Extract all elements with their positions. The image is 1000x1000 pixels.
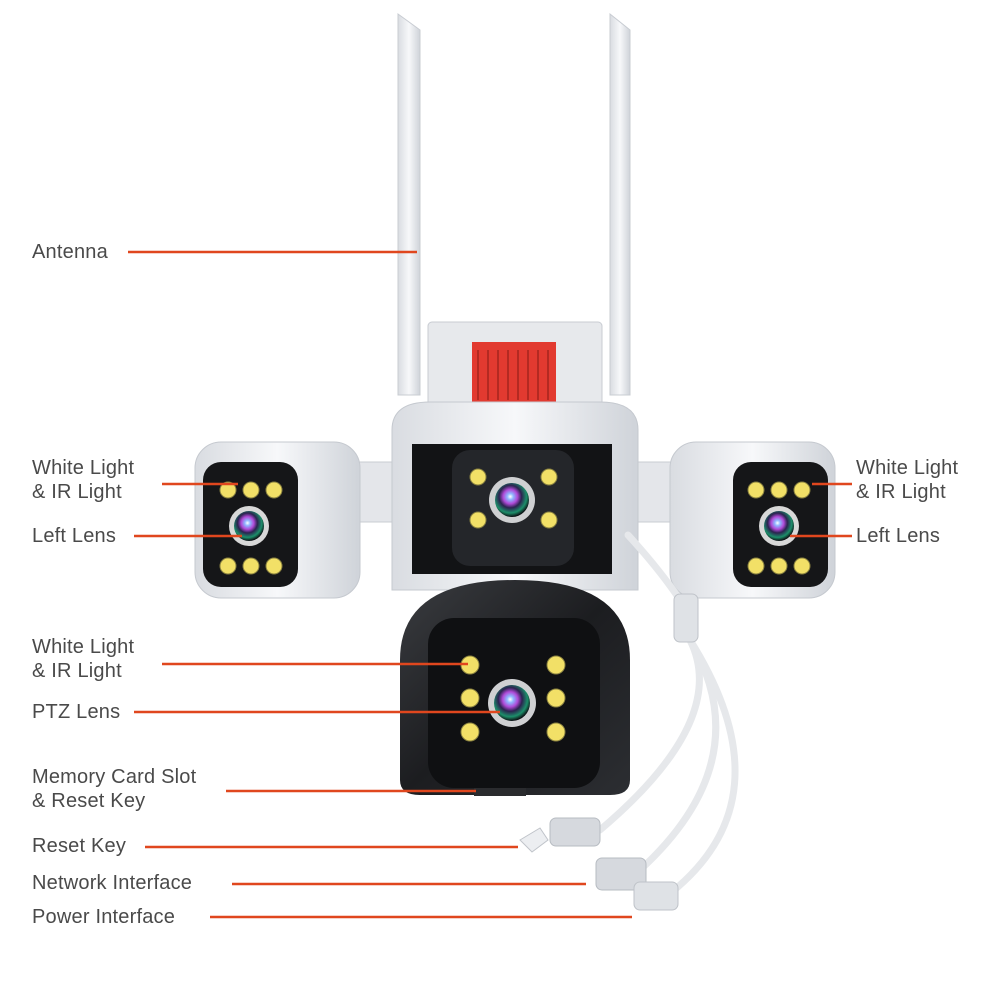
camera-lens-icon xyxy=(495,483,529,517)
led-light-icon xyxy=(747,481,811,575)
cable-bundle xyxy=(596,531,739,899)
mount-bracket xyxy=(427,321,603,413)
right-camera xyxy=(669,441,836,599)
label-right-white-light: White Light & IR Light xyxy=(856,457,959,503)
leader-lines xyxy=(128,250,852,919)
label-antenna: Antenna xyxy=(32,241,108,263)
camera-lens-icon xyxy=(494,685,530,721)
ptz-dome xyxy=(400,580,630,796)
left-camera xyxy=(194,441,361,599)
led-light-icon xyxy=(469,468,558,529)
led-light-icon xyxy=(460,655,566,742)
label-reset-key: Reset Key xyxy=(32,835,127,857)
label-left-lens: Left Lens xyxy=(32,525,117,547)
cable-connector-icon xyxy=(519,593,699,911)
led-light-icon xyxy=(219,481,283,575)
label-network-interface: Network Interface xyxy=(32,872,193,894)
camera-lens-icon xyxy=(234,511,264,541)
antenna-icon xyxy=(397,12,631,396)
label-power-interface: Power Interface xyxy=(32,906,176,928)
label-memory-card: Memory Card Slot & Reset Key xyxy=(32,766,197,812)
label-right-lens: Left Lens xyxy=(856,525,941,547)
label-left-white-light: White Light & IR Light xyxy=(32,457,135,503)
label-ptz-lens: PTZ Lens xyxy=(32,701,121,723)
camera-lens-icon xyxy=(764,511,794,541)
center-upper-camera xyxy=(391,401,639,591)
label-ptz-white-light: White Light & IR Light xyxy=(32,636,135,682)
